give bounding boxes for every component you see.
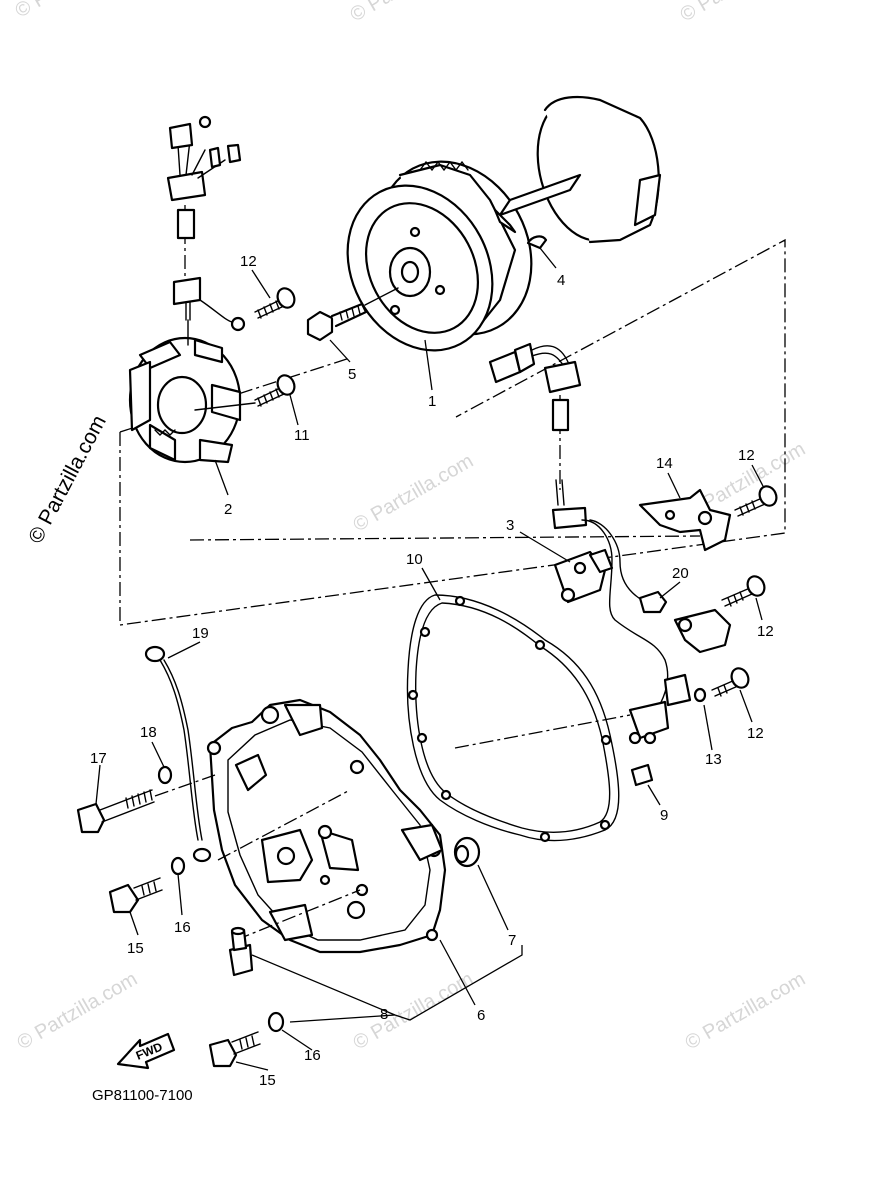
cover-plate — [638, 488, 732, 552]
forward-arrow: FWD — [116, 1032, 176, 1070]
stator-assembly — [128, 115, 246, 464]
washer-16b — [267, 1011, 285, 1033]
callout-3[interactable]: 3 — [506, 517, 514, 534]
callout-2[interactable]: 2 — [224, 501, 232, 518]
breather-fitting — [228, 926, 254, 977]
pickup-coil — [553, 548, 614, 604]
callout-12-stator[interactable]: 12 — [240, 253, 257, 270]
diagram-code: GP81100-7100 — [92, 1087, 193, 1104]
callout-12-sensor[interactable]: 12 — [757, 623, 774, 640]
callout-labels: 1 2 3 4 5 6 7 8 9 10 11 12 12 12 12 13 1… — [90, 253, 774, 1089]
callout-19[interactable]: 19 — [192, 625, 209, 642]
callout-12-plate[interactable]: 12 — [738, 447, 755, 464]
callout-14[interactable]: 14 — [656, 455, 673, 472]
washer-16a — [170, 856, 186, 876]
callout-7[interactable]: 7 — [508, 932, 516, 949]
callout-12-switch[interactable]: 12 — [747, 725, 764, 742]
callout-18[interactable]: 18 — [140, 724, 157, 741]
flywheel-rotor — [346, 160, 533, 352]
callout-16a[interactable]: 16 — [174, 919, 191, 936]
callout-10[interactable]: 10 — [406, 551, 423, 568]
callout-16b[interactable]: 16 — [304, 1047, 321, 1064]
screw-11-stator — [194, 374, 296, 411]
crankcase-cover — [206, 698, 447, 954]
callout-9[interactable]: 9 — [660, 807, 668, 824]
watermark-text: © Partzilla.com — [677, 0, 805, 26]
crankcase-gasket — [406, 594, 631, 843]
callout-15b[interactable]: 15 — [259, 1072, 276, 1089]
crankshaft-end — [493, 95, 662, 244]
pickup-wire-harness — [488, 342, 669, 721]
watermark-text: © Partzilla.com — [350, 450, 478, 536]
dowel-7 — [453, 836, 481, 868]
callout-4[interactable]: 4 — [557, 272, 565, 289]
callout-13[interactable]: 13 — [705, 751, 722, 768]
flywheel-bolt — [306, 287, 399, 342]
neutral-switch — [628, 608, 732, 745]
watermark-text: © Partzilla.com — [14, 968, 142, 1054]
callout-1[interactable]: 1 — [428, 393, 436, 410]
watermark-text: © Partzilla.com — [682, 968, 810, 1054]
callout-20[interactable]: 20 — [672, 565, 689, 582]
ground-lead — [144, 645, 212, 863]
callout-15a[interactable]: 15 — [127, 940, 144, 957]
woodruff-key — [526, 235, 548, 250]
callout-5[interactable]: 5 — [348, 366, 356, 383]
screw-12-stator — [254, 287, 296, 319]
bolt-17 — [76, 774, 216, 834]
callout-17[interactable]: 17 — [90, 750, 107, 767]
callout-8[interactable]: 8 — [380, 1006, 388, 1023]
wire-clamp — [638, 590, 668, 614]
leader-lines — [95, 247, 765, 1071]
bolt-15a — [108, 877, 163, 914]
side-watermark: © Partzilla.com — [24, 412, 111, 548]
screw-12-switch — [711, 667, 750, 697]
washer-18 — [157, 765, 173, 785]
screw-12-sensor — [721, 575, 766, 607]
dowel-pin-9 — [630, 763, 654, 787]
bolt-15b — [208, 1031, 261, 1068]
watermark-text: © Partzilla.com — [12, 0, 140, 22]
callout-6[interactable]: 6 — [477, 1007, 485, 1024]
callout-11[interactable]: 11 — [294, 427, 310, 444]
watermark-text: © Partzilla.com — [347, 0, 475, 26]
watermark-text: © Partzilla.com — [350, 968, 478, 1054]
